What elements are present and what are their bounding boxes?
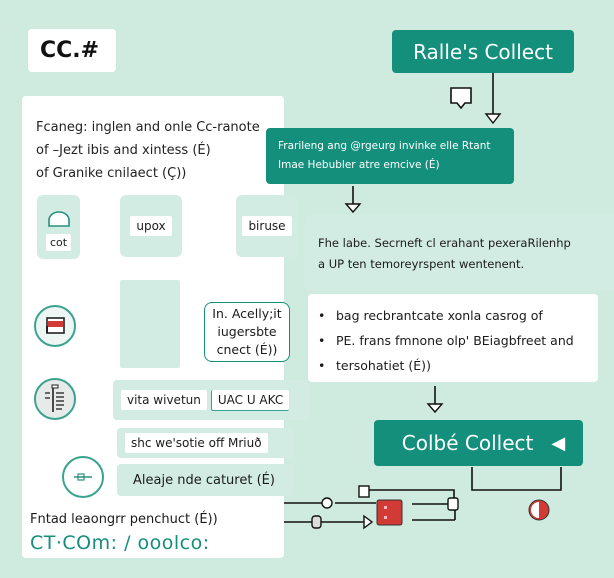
intro-line: Fcaneg: inglen and onle Cc-ranote [36,120,260,135]
intro-line: of Granike cnilaect (Ç)) [36,166,187,181]
node-dot-3 [311,515,322,529]
document-icon [45,384,64,412]
row-shc[interactable]: shc we'sotie off Mriuð [117,428,293,458]
callout-line: iugersbte [217,324,277,339]
record-dot-highlight [531,502,539,518]
alert-block-icon [376,499,403,526]
description-line: Frarileng ang @rgeurg invinke elle Rtant [278,140,491,152]
document-icon-button[interactable] [34,378,76,420]
connector-square [369,489,455,498]
node-upox[interactable]: upox [120,195,182,257]
callout-line: cnect (É)) [216,342,278,357]
connector-colbe-bracket [471,467,562,491]
node-upox-label: upox [130,216,172,236]
alert-block-dot-2 [384,516,387,519]
node-dot-1 [321,497,333,509]
node-square [358,485,370,498]
footer-code: CT·COm: / ooolco: [30,532,210,554]
key-icon [74,473,92,481]
speech-bubble-icon [450,87,472,110]
row-aleaje-label: Aleaje nde caturet (É) [133,472,275,488]
row-vita[interactable]: vita wivetun UAC U AKC [113,380,309,420]
bullet-item: •tersohatiet (É)) [318,358,431,373]
row-vita-right: UAC U AKC [210,389,290,411]
info-line: a UP ten temoreyrspent wentenent. [318,257,525,271]
info-panel: Fhe labe. Secrneft cl erahant pexeraRile… [306,215,614,291]
bullet-text: PE. frans fmnone olp' BEiagbfreet and [336,333,574,348]
intro-line: of –Jezt ibis and xintess (É) [36,143,211,158]
triangle-left-icon: ◀ [551,432,566,454]
row-shc-label: shc we'sotie off Mriuð [125,433,268,453]
arrowhead-red [363,514,374,530]
footer-text: Fntad leaongrr penchuct (É)) [30,512,218,527]
callout-line: In. Acelly;it [212,306,282,321]
bell-icon [47,211,70,227]
node-cot[interactable]: cot [37,195,80,259]
row-aleaje[interactable]: Aleaje nde caturet (É) [117,464,293,496]
intro-text: Fcaneg: inglen and onle Cc-ranote of –Je… [36,116,286,185]
node-biruse-label: biruse [242,216,292,236]
arrowhead-top [484,113,502,125]
row-vita-left: vita wivetun [121,390,207,410]
bullet-text: tersohatiet (É)) [336,358,431,373]
alert-block-dot-1 [384,506,387,509]
bullet-item: •PE. frans fmnone olp' BEiagbfreet and [318,333,574,348]
description-line: Imae Hebubler atre emcive (É) [278,159,440,171]
page-title: CC.# [28,29,116,72]
callout-box: In. Acelly;it iugersbte cnect (É)) [204,302,290,362]
bullet-list: •bag recbrantcate xonla casrog of •PE. f… [308,294,598,382]
bullet-text: bag recbrantcate xonla casrog of [336,308,543,323]
bullet-item: •bag recbrantcate xonla casrog of [318,308,543,323]
node-tab [447,497,459,511]
colbe-collect-label: Colbé Collect [401,431,534,455]
grid-node [120,280,180,368]
arrowhead-bullets [426,403,444,414]
info-line: Fhe labe. Secrneft cl erahant pexeraRile… [318,236,571,250]
window-icon-button[interactable] [34,305,76,347]
node-cot-label: cot [45,234,72,251]
colbe-collect-button[interactable]: Colbé Collect ◀ [374,420,583,466]
key-icon-button[interactable] [62,456,104,498]
description-box[interactable]: Frarileng ang @rgeurg invinke elle Rtant… [266,128,514,184]
arrowhead-desc [344,203,362,214]
window-icon [46,317,65,334]
ralles-collect-button[interactable]: Ralle's Collect [392,30,574,73]
node-biruse[interactable]: biruse [236,195,298,257]
